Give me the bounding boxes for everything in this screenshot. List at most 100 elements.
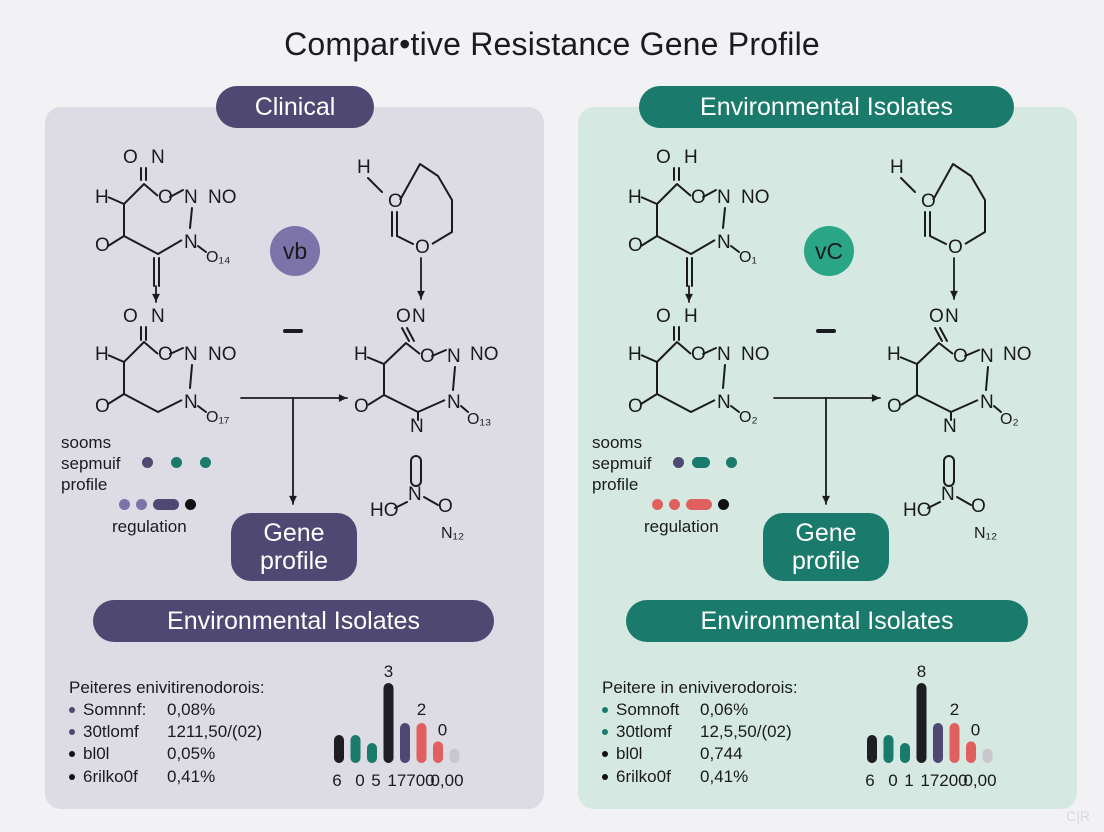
left-badge: vb <box>270 226 320 276</box>
atom-label: O <box>953 346 968 367</box>
legend-dash <box>692 457 710 468</box>
chart-tick-label: 0,00 <box>963 771 996 790</box>
stat-row: Somnnf:0,08% <box>69 700 215 720</box>
legend-dash <box>686 499 712 510</box>
watermark: C|R <box>1066 808 1090 824</box>
chart-tick-label: 17200 <box>920 771 967 790</box>
atom-label: O <box>656 147 671 168</box>
atom-label: O₁₃ <box>467 411 491 428</box>
arrow-head <box>338 394 347 402</box>
legend-dot <box>673 457 684 468</box>
chart-tick-label: 0 <box>888 771 897 790</box>
atom-label: H <box>890 157 904 178</box>
bond-line <box>460 405 469 413</box>
caption-line: sepmuif <box>592 454 652 473</box>
atom-label: N <box>447 346 461 367</box>
chart-bar <box>883 735 894 763</box>
bond-line <box>939 327 948 342</box>
gene-box-line1: Gene <box>263 519 325 547</box>
bond-path <box>399 163 453 245</box>
bond-line <box>964 349 980 357</box>
atom-label: N₁₂ <box>441 525 464 542</box>
atom-label: O <box>921 191 936 212</box>
atom-label: O <box>123 147 138 168</box>
chart-tick-label: 6 <box>865 771 874 790</box>
atom-label: O <box>656 306 671 327</box>
chart-tick-label: 0,00 <box>430 771 463 790</box>
clinical-header: Clinical <box>216 86 374 128</box>
atom-label: O <box>396 306 411 327</box>
atom-label: N <box>941 484 955 505</box>
legend-dot <box>119 499 130 510</box>
right-gene-profile-box: Gene profile <box>763 513 889 581</box>
caption-line: profile <box>592 475 639 494</box>
atom-label: N <box>408 484 422 505</box>
atom-label: O <box>95 235 110 256</box>
chart-tick-label: 1 <box>904 771 913 790</box>
bullet <box>69 751 75 757</box>
atom-label: O <box>420 346 435 367</box>
caption-line: sepmuif <box>61 454 121 473</box>
legend-dot <box>142 457 153 468</box>
chart-value-label: 2 <box>417 700 426 719</box>
bond-line <box>702 189 717 198</box>
bond-path <box>107 341 159 363</box>
bond-line <box>985 366 989 391</box>
bond-line <box>956 496 972 506</box>
atom-label: N <box>717 232 731 253</box>
atom-label: N <box>184 232 198 253</box>
environmental-header: Environmental Isolates <box>639 86 1014 128</box>
stat-value: 0,06% <box>700 700 749 719</box>
stat-name: 6rilko0f <box>83 767 138 786</box>
environmental-panel <box>578 107 1077 809</box>
chart-bar <box>334 735 344 763</box>
legend-dot <box>669 499 680 510</box>
stat-value: 0,41% <box>167 767 216 786</box>
right-caption: sooms sepmuif profile <box>592 432 652 495</box>
atom-label: O₁₇ <box>206 409 229 426</box>
chart-tick-label: 17700 <box>387 771 434 790</box>
bond-line <box>730 245 740 253</box>
atom-label: N <box>151 306 165 327</box>
chart-bar <box>400 723 410 763</box>
bond-line <box>452 366 456 391</box>
atom-label: N <box>184 344 198 365</box>
right-badge: vC <box>804 226 854 276</box>
stat-value: 12,5,50/(02) <box>700 722 792 741</box>
atom-label: O <box>158 187 173 208</box>
atom-label: H <box>628 344 642 365</box>
bond-path <box>656 393 716 413</box>
bond-line <box>401 327 410 342</box>
atom-label: H <box>684 306 698 327</box>
stat-name: Somnoft <box>616 700 680 719</box>
left-regulation-label: regulation <box>112 517 187 536</box>
chart-bar <box>949 723 960 763</box>
atom-label: N <box>717 392 731 413</box>
right-regulation-dots <box>652 499 729 510</box>
bullet <box>602 707 608 713</box>
bond-line <box>189 207 193 229</box>
atom-label: N <box>717 187 731 208</box>
bond-path <box>366 342 421 365</box>
chart-bar <box>350 735 361 763</box>
bullet <box>602 774 608 780</box>
atom-label: O <box>354 396 369 417</box>
stat-value: 0,41% <box>700 767 749 786</box>
left-stats-title: Peiteres enivitirenodorois: <box>69 678 265 697</box>
atom-label: HO <box>370 500 399 521</box>
atom-label: H <box>887 344 901 365</box>
atom-label: O <box>948 237 963 258</box>
legend-dot <box>136 499 147 510</box>
chart-bar <box>433 741 443 763</box>
atom-label: H <box>357 157 371 178</box>
chart-value-label: 0 <box>971 720 980 739</box>
atom-label: O <box>438 496 453 517</box>
bond-path <box>123 235 183 255</box>
bullet <box>69 707 75 713</box>
stat-value: 0,08% <box>167 700 216 719</box>
arrow-head <box>417 290 425 299</box>
